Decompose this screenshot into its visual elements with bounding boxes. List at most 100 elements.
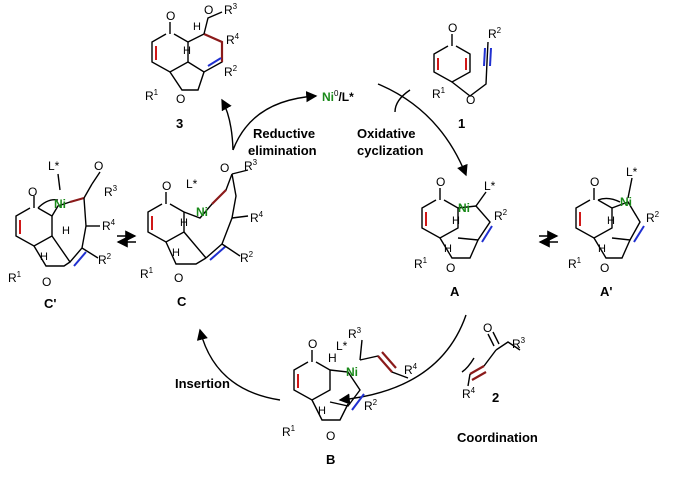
compound-1-label: 1 xyxy=(458,116,465,131)
svg-text:O: O xyxy=(176,92,185,106)
svg-text:L*: L* xyxy=(484,179,496,193)
svg-text:Ni: Ni xyxy=(458,201,470,215)
svg-text:R1: R1 xyxy=(414,256,428,271)
svg-text:R4: R4 xyxy=(462,386,476,401)
compound-3-label: 3 xyxy=(176,116,183,131)
structure-intermediate-C: O Ni L* O R3 R4 R2 R1 O H H C xyxy=(140,158,264,309)
structure-compound-3: O O R3 R4 R2 R1 O H H 3 xyxy=(145,2,240,131)
svg-text:L*: L* xyxy=(626,165,638,179)
intermediate-A-label: A xyxy=(450,284,460,299)
structure-intermediate-C-prime: O Ni L* O R3 R4 R2 R1 O H H C' xyxy=(8,159,118,311)
label-insertion: Insertion xyxy=(175,376,230,391)
svg-text:O: O xyxy=(446,261,455,275)
svg-text:R3: R3 xyxy=(224,2,238,17)
svg-text:R1: R1 xyxy=(145,88,159,103)
svg-text:H: H xyxy=(452,215,460,227)
label-oxidative: Oxidative xyxy=(357,126,416,141)
svg-text:O: O xyxy=(436,175,445,189)
label-coordination: Coordination xyxy=(457,430,538,445)
svg-text:O: O xyxy=(162,179,171,193)
compound-2-label: 2 xyxy=(492,390,499,405)
svg-text:R2: R2 xyxy=(240,250,254,265)
svg-text:H: H xyxy=(172,247,180,259)
svg-text:R1: R1 xyxy=(432,86,446,101)
svg-text:L*: L* xyxy=(186,177,198,191)
svg-text:R3: R3 xyxy=(104,184,118,199)
catalyst-oxidation-state: 0 xyxy=(334,89,339,98)
structure-compound-1: O R2 R1 O 1 xyxy=(432,21,502,131)
svg-text:Ni: Ni xyxy=(346,365,358,379)
svg-text:R2: R2 xyxy=(488,26,502,41)
intermediate-A-prime-label: A' xyxy=(600,284,612,299)
intermediate-B-label: B xyxy=(326,452,335,467)
svg-text:R1: R1 xyxy=(282,424,296,439)
svg-text:H: H xyxy=(444,243,452,255)
svg-text:Ni: Ni xyxy=(620,195,632,209)
svg-text:R2: R2 xyxy=(646,210,660,225)
arrow-reductive-elimination xyxy=(232,91,318,151)
label-elimination: elimination xyxy=(248,143,317,158)
svg-text:H: H xyxy=(180,217,188,229)
svg-text:R1: R1 xyxy=(568,256,582,271)
svg-text:O: O xyxy=(448,21,457,35)
label-reductive: Reductive xyxy=(253,126,315,141)
svg-text:O: O xyxy=(94,159,103,173)
svg-text:R3: R3 xyxy=(512,336,526,351)
svg-text:R2: R2 xyxy=(364,398,378,413)
svg-text:H: H xyxy=(598,243,606,255)
svg-text:R3: R3 xyxy=(244,158,258,173)
svg-text:O: O xyxy=(166,9,175,23)
svg-text:H: H xyxy=(328,351,337,365)
cycle-arrows xyxy=(116,83,559,405)
svg-text:O: O xyxy=(42,275,51,289)
svg-text:O: O xyxy=(28,185,37,199)
svg-text:R2: R2 xyxy=(224,64,238,79)
svg-text:O: O xyxy=(326,429,335,443)
svg-text:Ni: Ni xyxy=(54,197,66,211)
intermediate-C-label: C xyxy=(177,294,187,309)
svg-text:O: O xyxy=(308,337,317,351)
arrow-oxidative-cyclization xyxy=(377,83,468,177)
svg-text:R4: R4 xyxy=(226,32,240,47)
svg-text:O: O xyxy=(600,261,609,275)
svg-text:R4: R4 xyxy=(404,362,418,377)
structure-intermediate-A-prime: O Ni L* R2 R1 O H H A' xyxy=(568,165,660,299)
svg-text:O: O xyxy=(466,93,475,107)
catalyst-label: Ni0/L* xyxy=(322,89,354,104)
svg-text:R2: R2 xyxy=(98,252,112,267)
catalyst-ni: Ni xyxy=(322,90,334,104)
svg-text:R4: R4 xyxy=(102,218,116,233)
arrow-enone-entry xyxy=(461,357,475,373)
intermediate-C-prime-label: C' xyxy=(44,296,56,311)
svg-text:R2: R2 xyxy=(494,208,508,223)
structure-intermediate-A: O Ni L* R2 R1 O H H A xyxy=(414,175,508,299)
svg-text:H: H xyxy=(183,45,191,57)
svg-text:L*: L* xyxy=(48,159,60,173)
svg-text:H: H xyxy=(40,251,48,263)
svg-text:R3: R3 xyxy=(348,326,362,341)
structure-intermediate-B: O Ni H L* R3 R4 R2 R1 O H B xyxy=(282,326,418,467)
svg-text:H: H xyxy=(318,405,326,417)
svg-text:H: H xyxy=(607,215,615,227)
svg-text:O: O xyxy=(204,3,213,17)
svg-text:O: O xyxy=(590,175,599,189)
arrow-substrate-entry xyxy=(394,89,411,113)
label-cyclization: cyclization xyxy=(357,143,424,158)
svg-text:R1: R1 xyxy=(8,270,22,285)
svg-text:H: H xyxy=(62,225,70,237)
svg-text:O: O xyxy=(220,161,229,175)
catalyst-ligand: /L* xyxy=(338,90,354,104)
step-labels: Oxidative cyclization Reductive eliminat… xyxy=(175,126,538,445)
svg-text:H: H xyxy=(193,21,201,33)
svg-text:Ni0/L*: Ni0/L* xyxy=(322,89,354,104)
svg-text:R1: R1 xyxy=(140,266,154,281)
svg-text:R4: R4 xyxy=(250,210,264,225)
svg-text:L*: L* xyxy=(336,339,348,353)
structure-compound-2: O R3 R4 2 xyxy=(462,321,526,405)
svg-text:Ni: Ni xyxy=(196,205,208,219)
svg-text:O: O xyxy=(483,321,492,335)
arrow-release-product xyxy=(221,98,234,151)
arrow-insertion xyxy=(196,328,281,401)
svg-text:O: O xyxy=(174,271,183,285)
